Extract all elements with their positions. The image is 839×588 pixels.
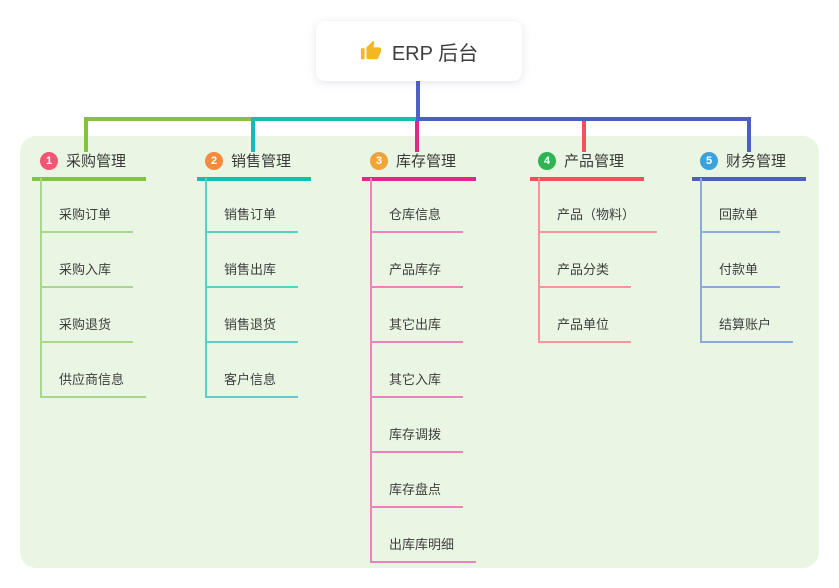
branch-node-2[interactable]: 2 销售管理 [197,150,312,181]
branch-number-badge: 2 [205,151,223,170]
child-node[interactable]: 客户信息 [207,343,299,398]
child-node[interactable]: 产品（物料） [540,178,658,233]
child-node[interactable]: 库存调拨 [372,398,464,453]
child-node[interactable]: 其它出库 [372,288,464,343]
child-node[interactable]: 付款单 [702,233,781,288]
child-node[interactable]: 库存盘点 [372,453,464,508]
branch-label: 产品管理 [564,153,625,170]
child-node[interactable]: 采购退货 [42,288,134,343]
child-node[interactable]: 销售出库 [207,233,299,288]
branch-label: 财务管理 [726,153,787,170]
branch-label: 采购管理 [66,153,127,170]
child-node[interactable]: 结算账户 [702,288,794,343]
branch-children-1: 采购订单采购入库采购退货供应商信息 [40,178,147,398]
branch-node-3[interactable]: 3 库存管理 [362,150,477,181]
branch-children-5: 回款单付款单结算账户 [700,178,794,343]
branch-label: 销售管理 [231,153,292,170]
thumbs-up-icon [360,40,382,62]
child-node[interactable]: 产品库存 [372,233,464,288]
root-title: ERP 后台 [391,42,479,65]
branch-children-4: 产品（物料）产品分类产品单位 [538,178,658,343]
branch-number-badge: 1 [40,151,58,170]
child-node[interactable]: 销售订单 [207,178,299,233]
branch-number-badge: 5 [700,151,718,170]
child-node[interactable]: 销售退货 [207,288,299,343]
branch-children-2: 销售订单销售出库销售退货客户信息 [205,178,299,398]
child-node[interactable]: 采购订单 [42,178,134,233]
child-node[interactable]: 供应商信息 [42,343,147,398]
root-node[interactable]: ERP 后台 [316,21,522,81]
child-node[interactable]: 仓库信息 [372,178,464,233]
branch-node-5[interactable]: 5 财务管理 [692,150,807,181]
child-node[interactable]: 出库库明细 [372,508,477,563]
child-node[interactable]: 产品分类 [540,233,632,288]
branch-number-badge: 3 [370,151,388,170]
child-node[interactable]: 产品单位 [540,288,632,343]
branch-label: 库存管理 [396,153,457,170]
child-node[interactable]: 回款单 [702,178,781,233]
branches-panel [20,136,819,568]
branch-children-3: 仓库信息产品库存其它出库其它入库库存调拨库存盘点出库库明细 [370,178,477,563]
child-node[interactable]: 其它入库 [372,343,464,398]
branch-node-1[interactable]: 1 采购管理 [32,150,147,181]
branch-node-4[interactable]: 4 产品管理 [530,150,645,181]
branch-number-badge: 4 [538,151,556,170]
child-node[interactable]: 采购入库 [42,233,134,288]
